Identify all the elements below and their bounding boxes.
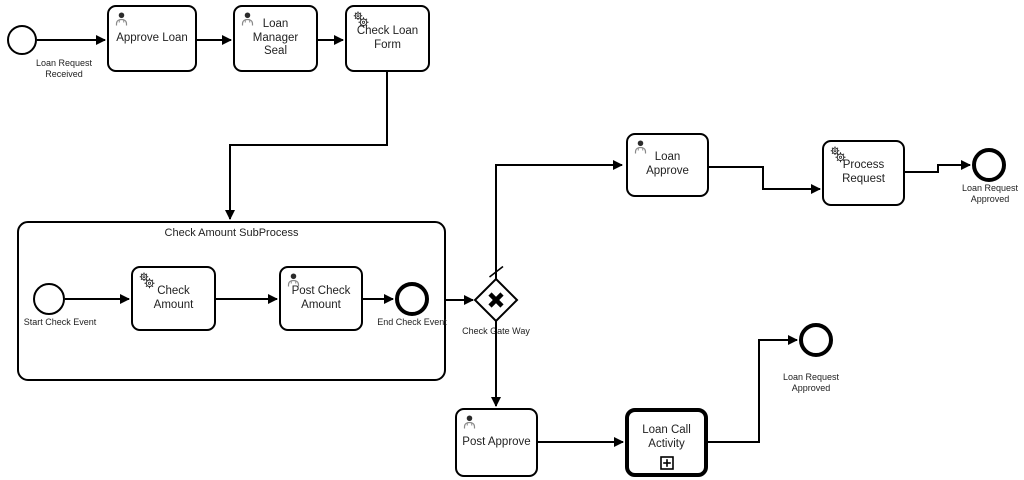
task-approve-loan[interactable]: Approve Loan — [107, 5, 197, 72]
call-activity-loan-call[interactable]: Loan Call Activity — [625, 408, 708, 477]
task-label: Loan Approve — [646, 151, 689, 177]
task-label: Post Approve — [462, 435, 531, 448]
task-check-loan-form[interactable]: Check Loan Form — [345, 5, 430, 72]
start-event[interactable] — [7, 25, 37, 55]
end-event-top-label: Loan Request Approved — [961, 183, 1019, 205]
check-gateway-label: Check Gate Way — [462, 326, 530, 336]
start-check-event-label: Start Check Event — [23, 317, 97, 327]
plus-expand-icon[interactable] — [659, 456, 674, 470]
task-loan-approve[interactable]: Loan Approve — [626, 133, 709, 197]
start-event-label: Loan Request Received — [35, 58, 93, 80]
start-check-event[interactable] — [33, 283, 65, 315]
task-loan-manager-seal[interactable]: Loan Manager Seal — [233, 5, 318, 72]
service-gears-icon — [830, 146, 846, 163]
task-label: Check Loan Form — [356, 24, 419, 51]
task-label: Post Check Amount — [291, 284, 351, 311]
end-check-event[interactable] — [395, 282, 429, 316]
task-label: Check Amount — [153, 284, 194, 311]
task-post-approve[interactable]: Post Approve — [455, 408, 538, 477]
flow-gateway-to-loan-approve[interactable] — [495, 160, 623, 279]
task-label: Approve Loan — [116, 31, 188, 44]
subprocess-title: Check Amount SubProcess — [164, 227, 299, 239]
task-label: Process Request — [842, 159, 885, 185]
flow-process-request-to-end-top[interactable] — [905, 160, 971, 173]
subprocess-check-amount[interactable] — [17, 221, 446, 381]
exclusive-gateway-check[interactable] — [473, 277, 519, 323]
user-icon — [115, 12, 128, 26]
task-label: Loan Manager Seal — [252, 18, 299, 58]
task-post-check-amount[interactable]: Post Check Amount — [279, 266, 363, 331]
end-event-bottom-label: Loan Request Approved — [782, 372, 840, 394]
end-check-event-label: End Check Event — [377, 317, 447, 327]
service-gears-icon — [139, 272, 155, 289]
end-event-bottom[interactable] — [799, 323, 833, 357]
user-icon — [287, 273, 300, 287]
flow-check-loan-form-to-subprocess[interactable] — [225, 72, 388, 220]
user-icon — [463, 415, 476, 429]
service-gears-icon — [353, 11, 369, 28]
x-mark-icon — [488, 292, 504, 308]
task-check-amount[interactable]: Check Amount — [131, 266, 216, 331]
end-event-top[interactable] — [972, 148, 1006, 182]
flow-loan-approve-to-process-request[interactable] — [709, 166, 821, 194]
task-process-request[interactable]: Process Request — [822, 140, 905, 206]
task-label: Loan Call Activity — [642, 423, 691, 450]
default-flow-marker — [489, 265, 504, 278]
user-icon — [634, 140, 647, 154]
user-icon — [241, 12, 254, 26]
